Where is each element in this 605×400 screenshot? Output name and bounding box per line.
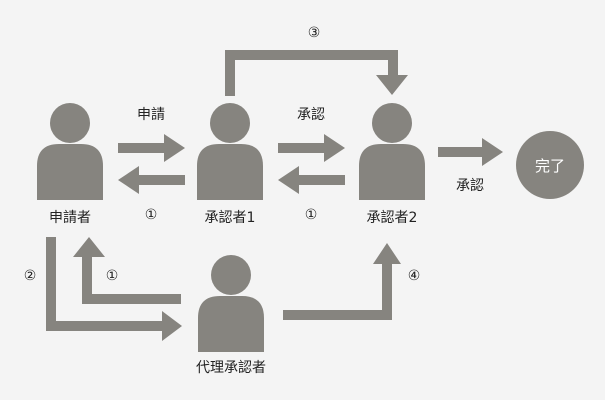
- applicant-node: 申請者: [37, 103, 103, 226]
- apply-label: 申請: [137, 107, 165, 123]
- step-marker-to-proxy: ②: [24, 268, 37, 284]
- person-icon: [197, 103, 263, 200]
- step-marker-skip: ③: [308, 25, 321, 41]
- applicant-label: 申請者: [49, 210, 91, 226]
- completion-label: 完了: [535, 157, 565, 175]
- proxy-approver-node: 代理承認者: [196, 255, 266, 376]
- skip-arrow: [225, 50, 408, 96]
- final-approve-arrow: [438, 138, 503, 166]
- proxy-approver-label: 代理承認者: [196, 360, 266, 376]
- person-icon: [198, 255, 264, 352]
- approver2-label: 承認者2: [367, 210, 418, 226]
- step-marker-proxy-to-approver2: ④: [408, 268, 421, 284]
- to-proxy-arrow: [46, 237, 182, 341]
- return-arrow-approver2: [278, 166, 345, 194]
- approver2-node: 承認者2: [359, 103, 425, 226]
- return-arrow-proxy: [73, 237, 181, 304]
- proxy-to-approver2-arrow: [283, 243, 401, 320]
- approver1-node: 承認者1: [197, 103, 263, 226]
- approver1-label: 承認者1: [205, 210, 256, 226]
- step-marker-return-proxy: ①: [106, 268, 119, 284]
- step-marker-return-approver2: ①: [305, 207, 318, 223]
- apply-arrow: [118, 134, 185, 162]
- return-arrow-approver1: [118, 166, 185, 194]
- step-marker-return-approver1: ①: [145, 207, 158, 223]
- approve-label-1-to-2: 承認: [297, 107, 325, 123]
- approve-label-final: 承認: [456, 178, 484, 194]
- approve-arrow-1-to-2: [278, 134, 345, 162]
- person-icon: [37, 103, 103, 200]
- person-icon: [359, 103, 425, 200]
- completion-circle: [516, 131, 584, 199]
- completion-node: 完了: [516, 131, 584, 199]
